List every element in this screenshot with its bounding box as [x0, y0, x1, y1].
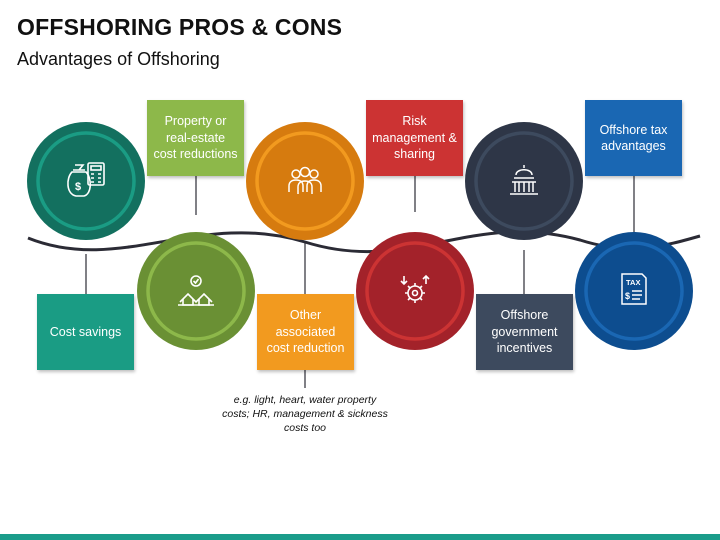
label-box-property: Property or real-estate cost reductions — [147, 100, 244, 176]
label-box-other-costs: Other associated cost reduction — [257, 294, 354, 370]
note-other-costs: e.g. light, heart, water property costs;… — [222, 394, 388, 434]
label-property: Property or real-estate cost reductions — [153, 114, 238, 162]
money-bag-calculator-icon: $ — [67, 162, 105, 197]
risk-gear-arrows-icon — [400, 274, 430, 303]
label-box-risk: Risk management & sharing — [366, 100, 463, 176]
circle-cost-savings — [27, 122, 145, 240]
capitol-building-icon — [510, 165, 538, 195]
svg-text:$: $ — [625, 291, 630, 301]
circle-government — [465, 122, 583, 240]
houses-check-icon — [178, 275, 214, 306]
label-tax: Offshore tax advantages — [599, 122, 668, 154]
page-subtitle: Advantages of Offshoring — [17, 49, 220, 69]
label-cost-savings: Cost savings — [49, 324, 122, 339]
page-title: OFFSHORING PROS & CONS — [17, 14, 343, 40]
label-box-government: Offshore government incentives — [476, 294, 573, 370]
team-group-icon — [288, 166, 322, 194]
svg-text:$: $ — [75, 181, 81, 193]
circle-property — [137, 232, 255, 350]
tax-document-icon: TAX $ — [621, 273, 647, 305]
bottom-accent-bar — [0, 534, 720, 540]
svg-text:TAX: TAX — [626, 278, 640, 287]
label-box-tax: Offshore tax advantages — [585, 100, 682, 176]
label-box-cost-savings: Cost savings — [37, 294, 134, 370]
label-other-costs: Other associated cost reduction — [266, 308, 345, 356]
label-government: Offshore government incentives — [491, 308, 558, 356]
label-risk: Risk management & sharing — [372, 114, 457, 162]
